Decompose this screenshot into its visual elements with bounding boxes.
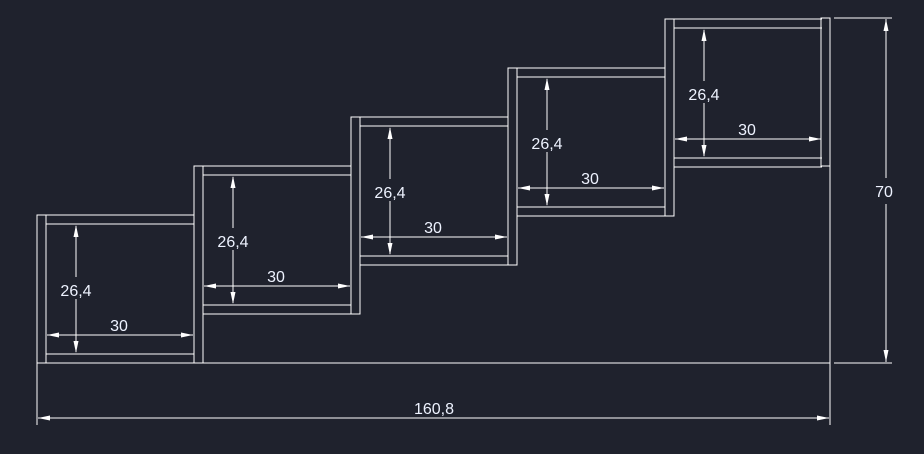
box-dimensions: 26,4 30 xyxy=(361,127,507,255)
arrowhead xyxy=(518,185,530,191)
right-panel xyxy=(820,17,831,167)
box-dimensions: 26,4 30 xyxy=(47,225,193,353)
arrowhead xyxy=(817,415,829,421)
arrowhead xyxy=(38,415,50,421)
height-label: 26,4 xyxy=(531,136,562,153)
height-label: 26,4 xyxy=(60,283,91,300)
box-dimensions: 26,4 30 xyxy=(675,29,821,157)
arrowhead xyxy=(652,185,664,191)
arrowhead xyxy=(387,243,393,255)
arrowhead xyxy=(181,332,193,338)
width-label: 30 xyxy=(267,269,285,286)
divider-panel xyxy=(193,165,204,364)
overall-width-label: 160,8 xyxy=(414,401,454,418)
box-dimensions: 26,4 30 xyxy=(518,78,664,206)
arrowhead xyxy=(73,225,79,237)
divider-panel xyxy=(507,67,518,266)
dimensions: 26,4 30 26,4 30 26,4 30 26,4 30 26,4 30 xyxy=(36,17,892,425)
divider-panel xyxy=(350,116,361,315)
arrowhead xyxy=(544,78,550,90)
arrowhead xyxy=(361,234,373,240)
arrowhead xyxy=(675,136,687,142)
shelf-box xyxy=(36,165,204,364)
arrowhead xyxy=(495,234,507,240)
arrowhead xyxy=(204,283,216,289)
width-label: 30 xyxy=(738,122,756,139)
height-label: 26,4 xyxy=(217,234,248,251)
height-label: 26,4 xyxy=(688,87,719,104)
arrowhead xyxy=(701,29,707,41)
left-panel xyxy=(36,214,47,364)
arrowhead xyxy=(230,292,236,304)
arrowhead xyxy=(883,350,889,362)
arrowhead xyxy=(230,176,236,188)
arrowhead xyxy=(809,136,821,142)
arrowhead xyxy=(338,283,350,289)
arrowhead xyxy=(73,341,79,353)
width-label: 30 xyxy=(581,171,599,188)
overall-height-label: 70 xyxy=(875,184,893,201)
shelf-geometry xyxy=(36,17,831,364)
width-label: 30 xyxy=(424,220,442,237)
arrowhead xyxy=(883,19,889,31)
divider-panel xyxy=(664,18,675,217)
arrowhead xyxy=(701,145,707,157)
arrowhead xyxy=(544,194,550,206)
shelf-box xyxy=(203,116,361,315)
arrowhead xyxy=(47,332,59,338)
height-label: 26,4 xyxy=(374,185,405,202)
shelf-box xyxy=(360,67,518,266)
shelf-box xyxy=(517,18,675,217)
width-label: 30 xyxy=(110,318,128,335)
shelf-box xyxy=(674,17,831,168)
arrowhead xyxy=(387,127,393,139)
box-dimensions: 26,4 30 xyxy=(204,176,350,304)
